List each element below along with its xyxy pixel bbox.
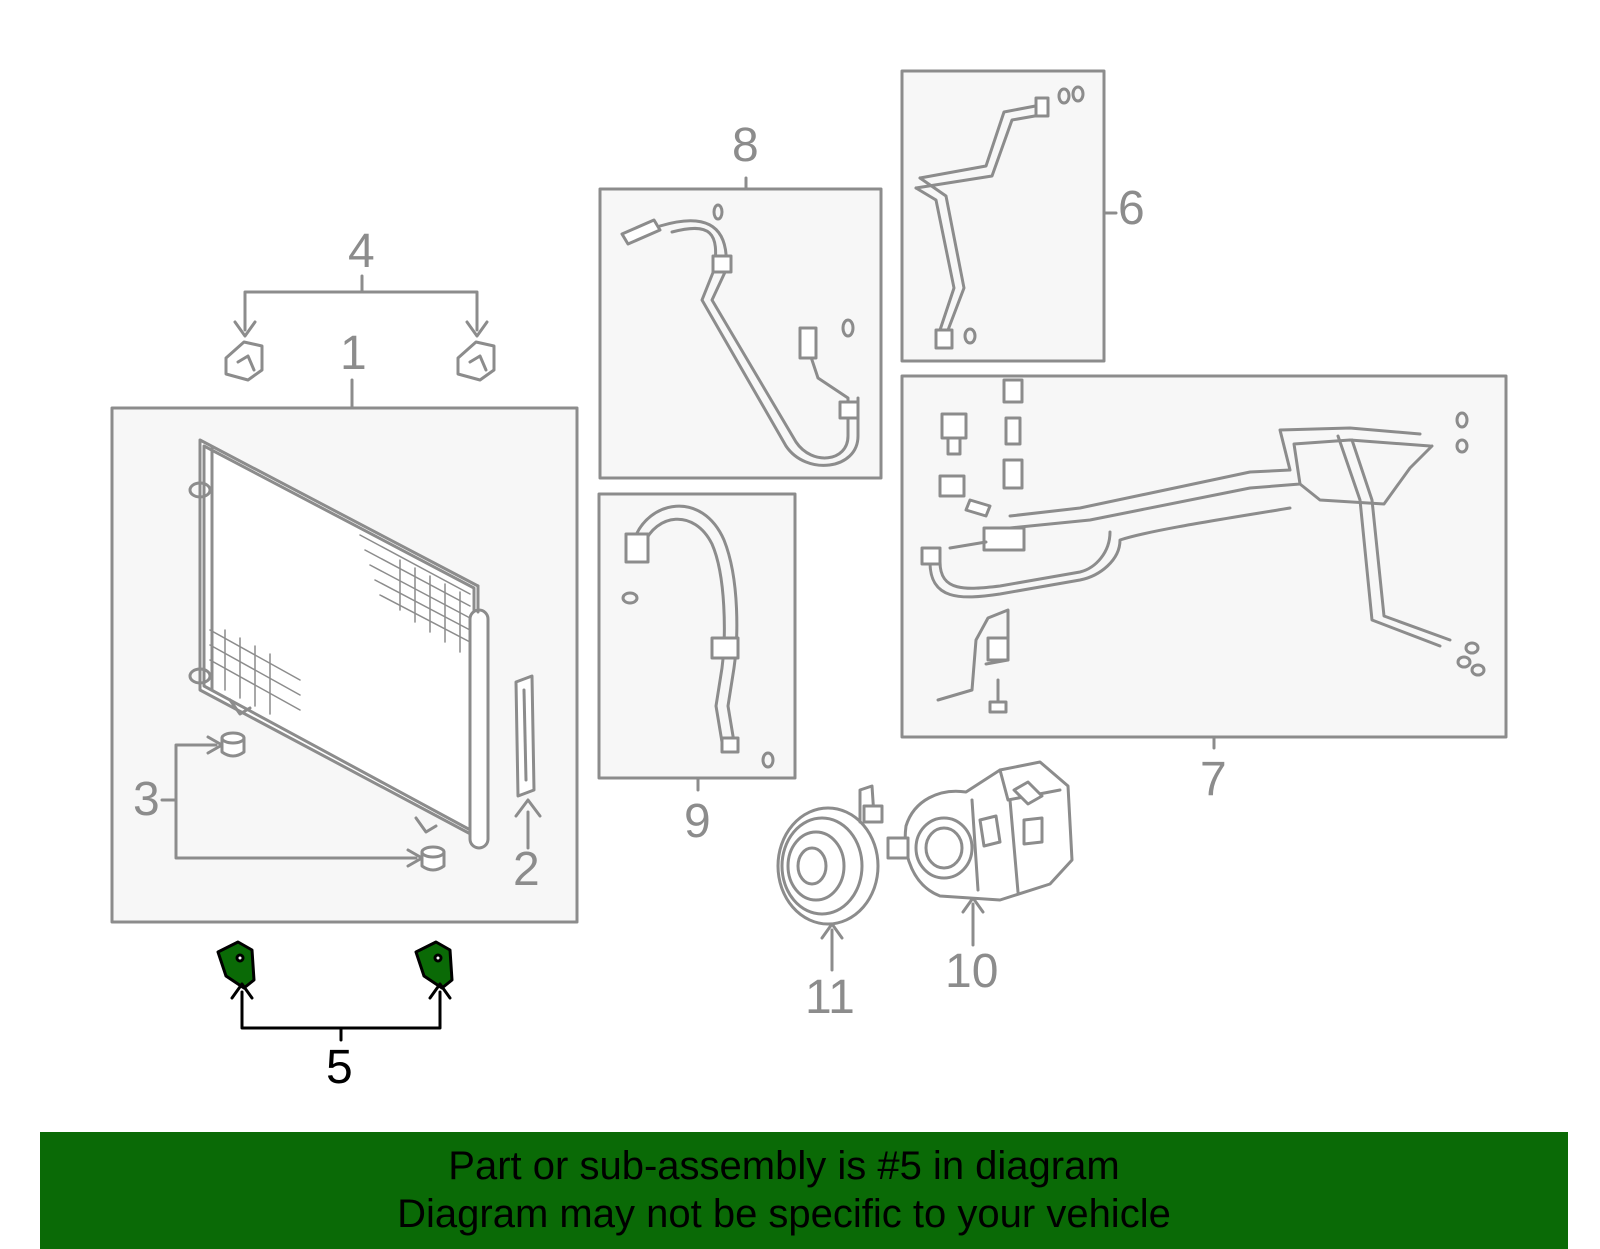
callout-10: 10 [945,945,999,998]
callout-3: 3 [133,773,160,826]
banner-line-1: Part or sub-assembly is #5 in diagram [448,1144,1120,1188]
callout-5: 5 [326,1041,353,1094]
callout-4: 4 [348,225,375,278]
highlighted-part-5 [216,940,454,1042]
callout-7: 7 [1200,753,1227,806]
callout-11: 11 [805,971,855,1024]
banner-line-2: Diagram may not be specific to your vehi… [397,1192,1171,1236]
callout-2: 2 [513,843,540,896]
info-banner: Part or sub-assembly is #5 in diagram Di… [40,1132,1568,1249]
callout-6: 6 [1118,182,1145,235]
callout-9: 9 [684,795,711,848]
callout-1: 1 [340,327,367,380]
callout-8: 8 [732,119,759,172]
panel-tube-7 [900,374,1508,739]
